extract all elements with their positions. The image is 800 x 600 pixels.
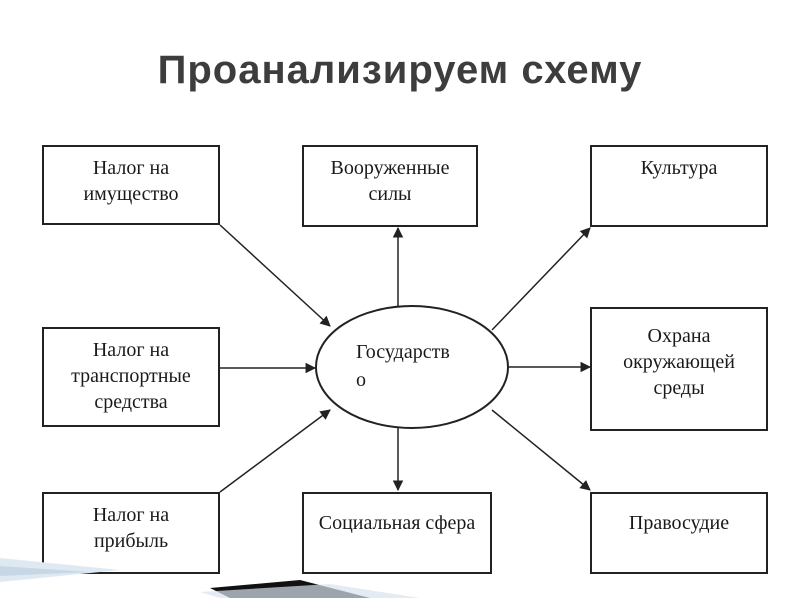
box-environment: Охрана окружающей среды: [590, 307, 768, 431]
box-social-sphere-label: Социальная сфера: [318, 512, 476, 534]
box-armed-forces-label: Вооруженные силы: [330, 157, 450, 205]
arrow-state-to-culture: [491, 227, 591, 331]
arrow-state-to-justice: [491, 409, 591, 491]
arrow-tax-profit-to-state: [219, 409, 331, 493]
box-tax-transport: Налог на транспортные средства: [42, 327, 220, 427]
page-title: Проанализируем схему: [157, 48, 643, 92]
box-tax-property-label: Налог на имущество: [83, 157, 179, 205]
box-tax-property: Налог на имущество: [42, 145, 220, 225]
state-label: Государств о: [356, 341, 450, 391]
box-justice-label: Правосудие: [628, 512, 730, 534]
box-social-sphere: Социальная сфера: [302, 492, 492, 574]
box-tax-profit: Налог на прибыль: [42, 492, 220, 574]
box-environment-label: Охрана окружающей среды: [623, 325, 735, 399]
box-justice: Правосудие: [590, 492, 768, 574]
arrow-tax-property-to-state: [219, 224, 331, 327]
box-culture-label: Культура: [640, 157, 718, 179]
box-armed-forces: Вооруженные силы: [302, 145, 478, 227]
box-tax-profit-label: Налог на прибыль: [92, 504, 170, 552]
box-tax-transport-label: Налог на транспортные средства: [71, 339, 191, 413]
box-culture: Культура: [590, 145, 768, 227]
decorative-swoosh: [0, 558, 420, 598]
